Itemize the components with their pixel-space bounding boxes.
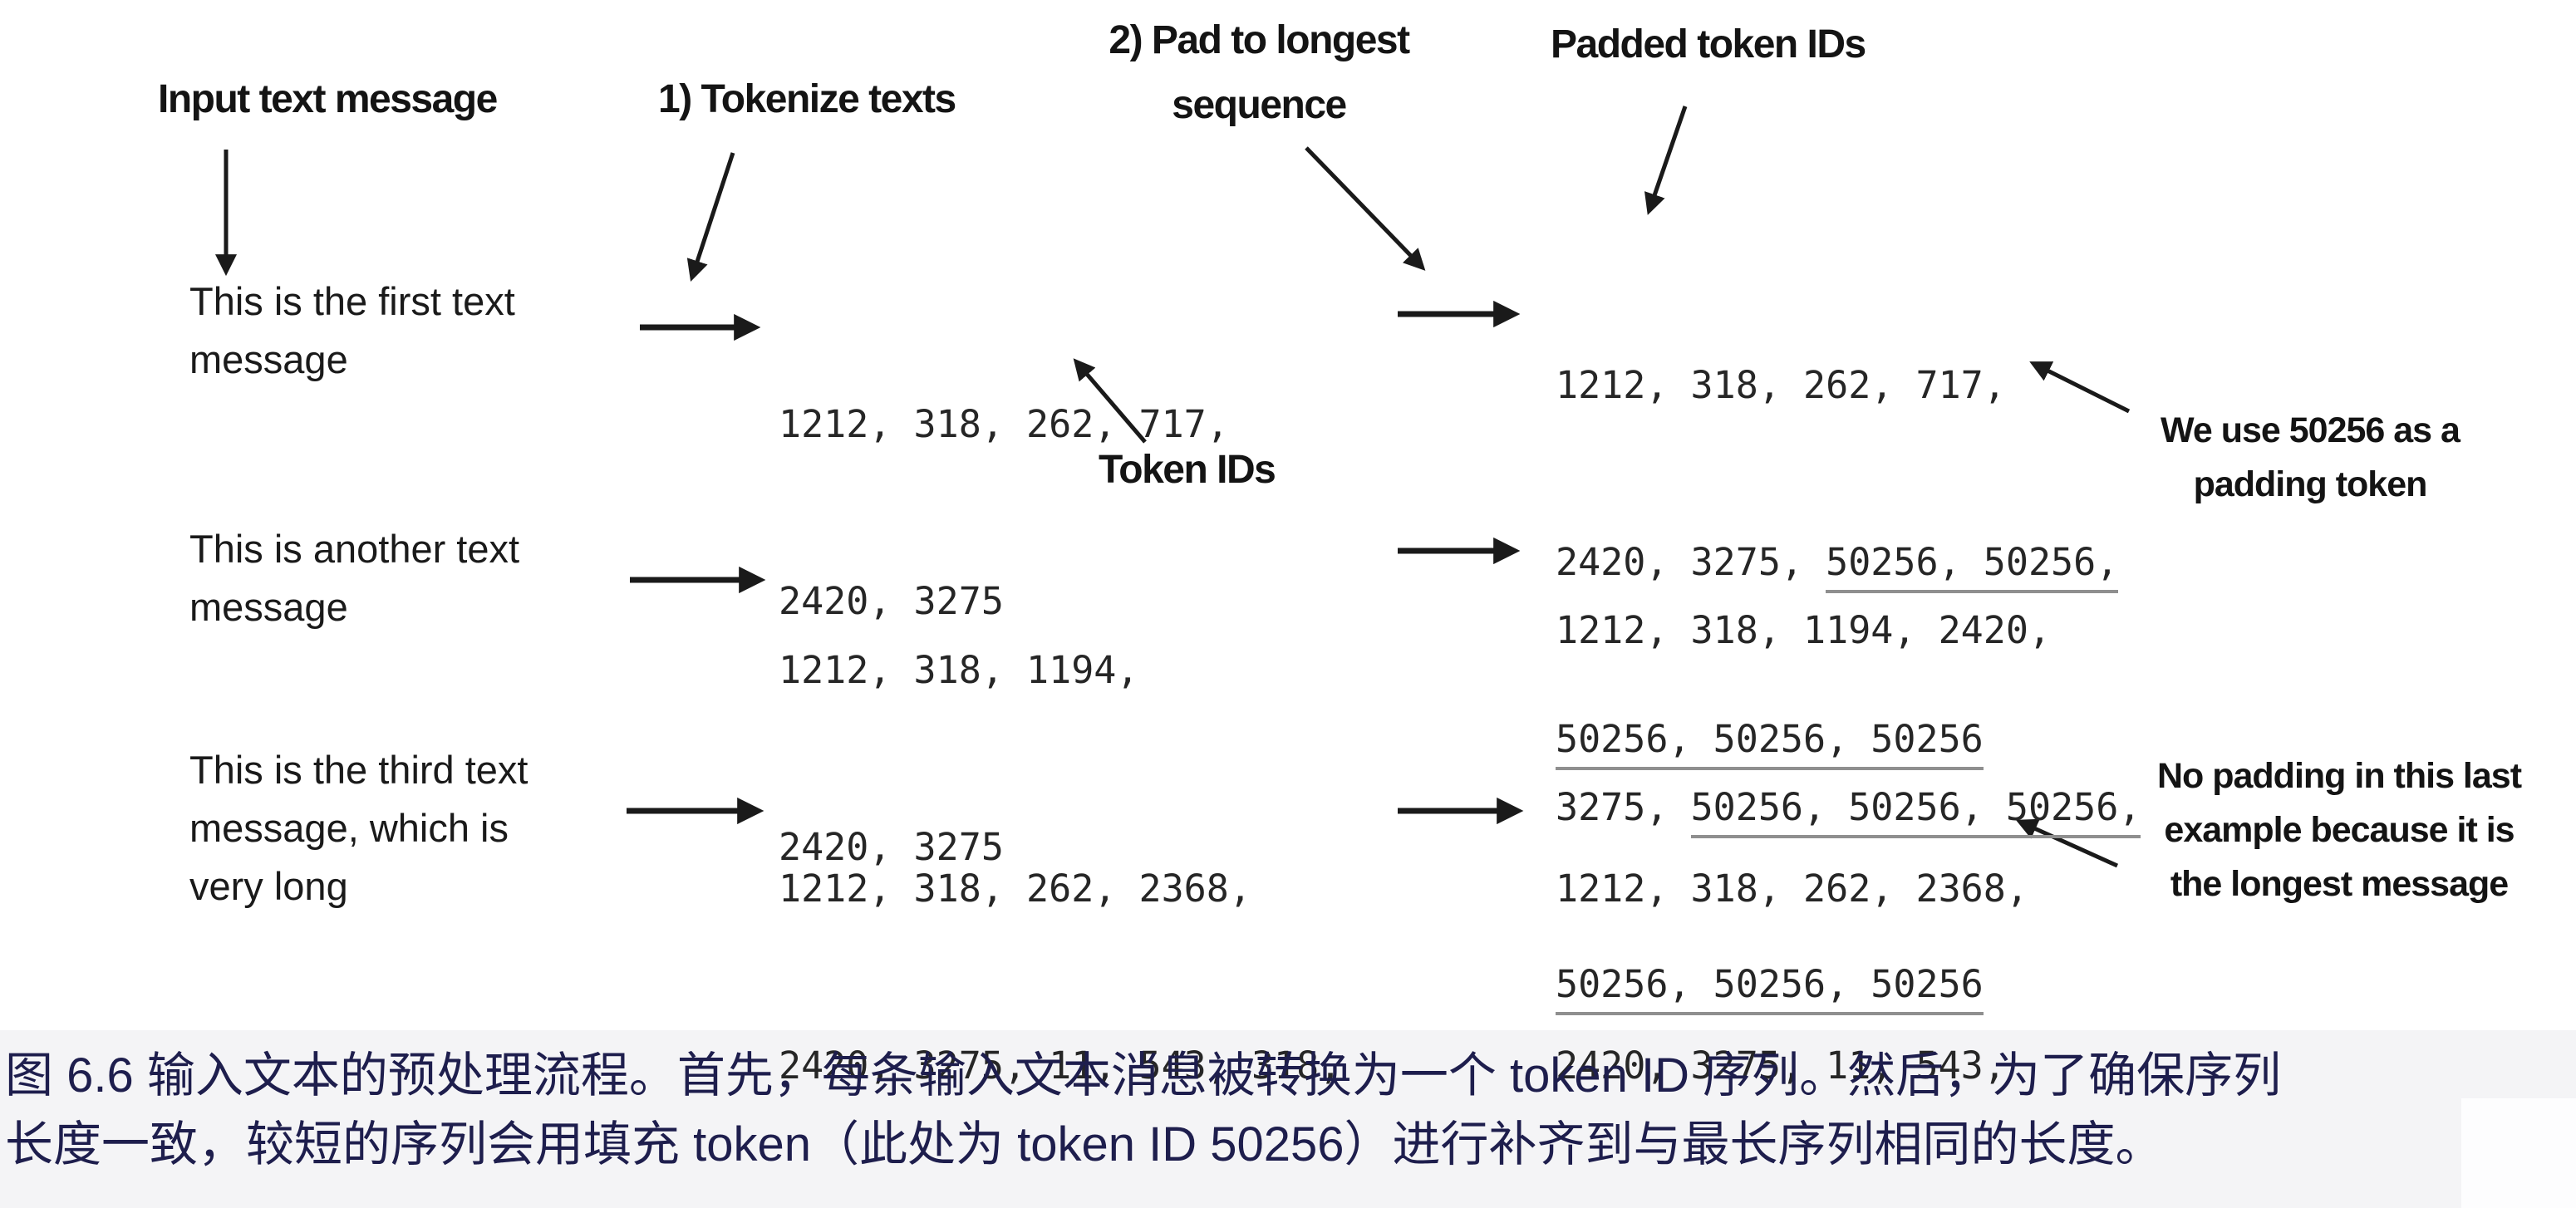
message-line: This is the first text: [189, 279, 515, 323]
message-line: This is the third text: [189, 748, 528, 792]
caption-band: [0, 1030, 2576, 1208]
message-line: This is another text: [189, 527, 520, 571]
annotation-no-padding: No padding in this last example because …: [2119, 749, 2559, 911]
padded-line: 50256, 50256, 50256: [1556, 955, 2141, 1015]
padded-line: 1212, 318, 1194, 2420,: [1556, 608, 2052, 652]
message-line: very long: [189, 864, 348, 908]
figure-caption-line1: 图 6.6 输入文本的预处理流程。首先，每条输入文本消息被转换为一个 token…: [5, 1048, 2282, 1102]
arrow-padded-label-down: [1644, 106, 1688, 215]
label-pad-to-longest: 2) Pad to longest sequence: [1093, 8, 1425, 138]
padded-line: 2420, 3275, 50256, 50256,: [1556, 533, 2119, 593]
label-token-ids: Token IDs: [1099, 448, 1276, 492]
padded-line: 3275, 50256, 50256, 50256,: [1556, 778, 2141, 838]
token-line: 2420, 3275: [779, 579, 1004, 623]
figure-caption-line2: 长度一致，较短的序列会用填充 token（此处为 token ID 50256）…: [5, 1117, 2164, 1171]
padded-token-ids-row1: 1212, 318, 262, 717, 2420, 3275, 50256, …: [1556, 238, 2119, 886]
label-padded-token-ids: Padded token IDs: [1551, 22, 1866, 66]
token-line: 2420, 3275, 11, 543, 318,: [779, 1043, 1342, 1088]
token-line: 1212, 318, 262, 2368,: [779, 867, 1251, 911]
input-message-row3: This is the third text message, which is…: [189, 741, 528, 916]
label-pad-line2: sequence: [1172, 83, 1347, 127]
caption-highlight-rect: [2461, 1098, 2576, 1208]
padded-line: 50256, 50256, 50256: [1556, 710, 2118, 770]
message-line: message, which is: [189, 806, 509, 850]
padded-token-ids-row3: 1212, 318, 262, 2368, 2420, 3275, 11, 54…: [1556, 741, 2028, 1208]
annotation-line: padding token: [2193, 464, 2428, 504]
annotation-line: example because it is: [2164, 810, 2515, 850]
annotation-padding-token: We use 50256 as a padding token: [2115, 404, 2505, 512]
token-line: 2420, 3275: [779, 825, 1004, 869]
arrow-pad-label-down: [1305, 146, 1426, 271]
message-line: message: [189, 585, 348, 629]
padded-line: 2420, 3275, 11, 543,: [1556, 1043, 2006, 1088]
padded-line: 1212, 318, 262, 717,: [1556, 363, 2006, 407]
label-input-text-message: Input text message: [158, 77, 498, 121]
token-line: 1212, 318, 262, 717,: [779, 402, 1229, 446]
input-message-row1: This is the first text message: [189, 273, 515, 389]
token-ids-row2: 1212, 318, 1194, 2420, 3275: [779, 523, 1138, 994]
label-tokenize-texts: 1) Tokenize texts: [658, 77, 956, 121]
token-ids-row3: 1212, 318, 262, 2368, 2420, 3275, 11, 54…: [779, 741, 1341, 1208]
annotation-line: the longest message: [2170, 864, 2509, 904]
padded-token-ids-row2: 1212, 318, 1194, 2420, 3275, 50256, 5025…: [1556, 483, 2141, 1132]
padded-line: 1212, 318, 262, 2368,: [1556, 867, 2028, 911]
token-line: 1212, 318, 1194,: [779, 648, 1139, 692]
arrow-tokenize-label-down: [686, 152, 735, 282]
message-line: message: [189, 337, 348, 381]
annotation-line: We use 50256 as a: [2161, 410, 2460, 450]
label-pad-line1: 2) Pad to longest: [1109, 18, 1410, 62]
input-message-row2: This is another text message: [189, 520, 519, 636]
annotation-line: No padding in this last: [2156, 756, 2522, 796]
